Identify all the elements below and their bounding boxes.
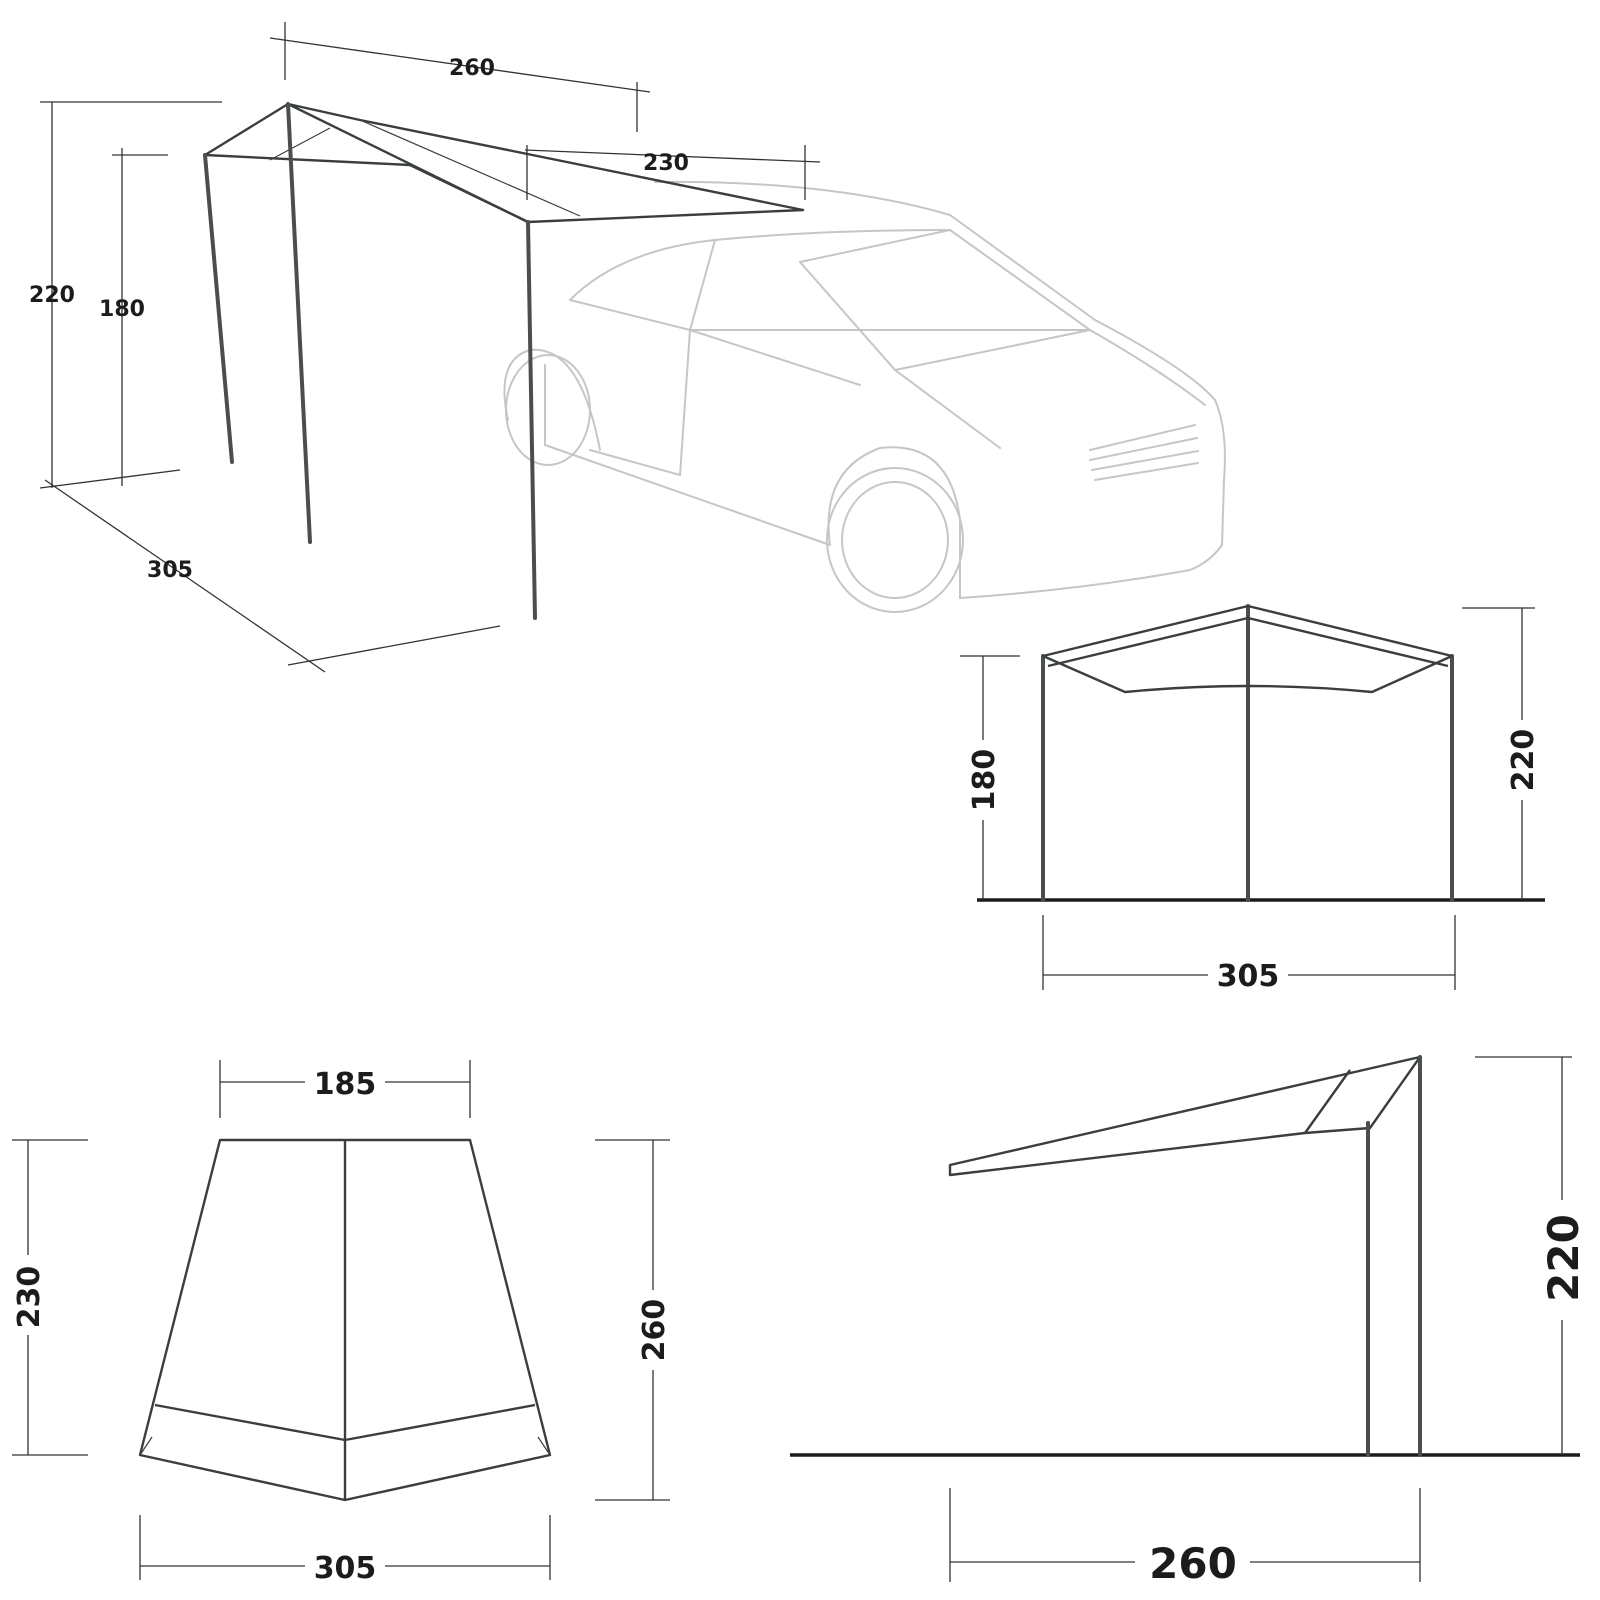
top-dim-depth-short-label: 230 [12, 1266, 47, 1329]
top-dim-width-wide-label: 305 [314, 1551, 377, 1586]
front-view: 180 220 305 [958, 604, 1547, 995]
front-roof-inner [1047, 616, 1449, 668]
dim-width-top-label: 260 [449, 56, 495, 81]
dim-height-max-label: 220 [29, 283, 75, 308]
side-view: 220 260 [790, 1055, 1588, 1590]
top-footprint-outline [138, 1138, 552, 1502]
awning-seam [269, 127, 331, 161]
awning-brace [287, 102, 529, 224]
dim-height-low-label: 180 [99, 297, 145, 322]
front-roof-outer [1042, 604, 1453, 658]
perspective-dimension-lines [39, 22, 821, 673]
pole-middle [286, 102, 312, 544]
dim-awning-depth-label: 230 [643, 151, 689, 176]
top-front-band [154, 1403, 536, 1442]
side-dim-height-label: 220 [1539, 1214, 1588, 1302]
awning-seam [359, 119, 581, 217]
top-dim-width-narrow-label: 185 [314, 1067, 377, 1102]
perspective-view: 260 230 220 180 305 [29, 22, 1226, 673]
side-awning-seam [1304, 1069, 1351, 1134]
top-view: 185 305 230 260 [8, 1060, 674, 1586]
front-roof-valance [1042, 654, 1453, 694]
front-dim-width-label: 305 [1217, 959, 1280, 994]
pole-front [526, 220, 537, 620]
side-dim-depth-label: 260 [1149, 1539, 1237, 1588]
side-awning-surface [948, 1055, 1422, 1177]
top-dim-depth-long-label: 260 [637, 1299, 672, 1362]
front-dim-height-max-label: 220 [1506, 729, 1541, 792]
awning-brace [204, 153, 411, 167]
front-dim-height-low-label: 180 [967, 749, 1002, 812]
pole-left [203, 153, 234, 464]
dim-length-label: 305 [147, 558, 193, 583]
van-outline [503, 180, 1226, 613]
